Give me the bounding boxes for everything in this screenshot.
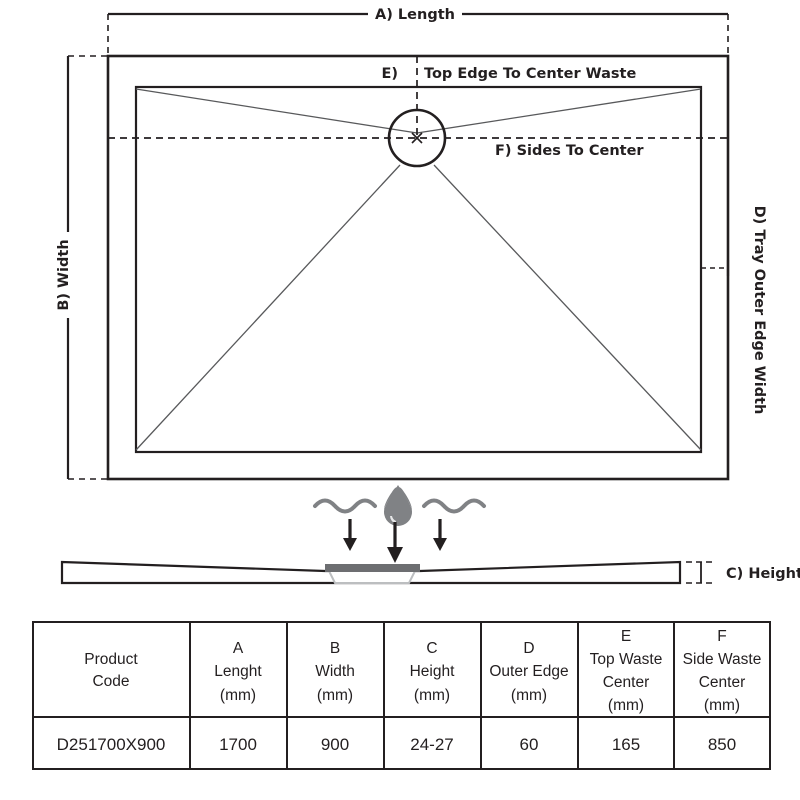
cell-length: 1700 [219,735,257,754]
top-edge-to-waste-label: Top Edge To Center Waste [424,66,636,82]
height-label: C) Height [726,566,800,582]
header-top-waste-line3: (mm) [608,697,644,714]
table-column-dividers [189,622,675,769]
height-dimension: C) Height [686,561,800,584]
waste-outlet-circle [387,108,447,168]
tray-slope-lines [135,88,702,451]
tray-section-waste-channel [327,570,417,584]
specification-table: Product Code A Lenght (mm) B Width (mm) … [32,621,771,770]
slope-line-bottom-right [433,164,702,451]
header-height-code: C [426,640,437,657]
water-flow-graphic [313,485,486,563]
table-header-cell-width: B Width (mm) [315,640,355,704]
length-dimension: A) Length [107,7,729,56]
header-side-waste-line1: Side Waste [683,651,762,668]
header-product-code-line2: Code [92,673,129,690]
cell-side-waste-center: 850 [708,735,736,754]
tray-section-grate [325,564,420,572]
tray-section-view [60,560,682,585]
table-header-row: Product Code A Lenght (mm) B Width (mm) … [84,628,761,714]
slope-line-top-right [416,88,702,134]
header-height-line2: (mm) [414,687,450,704]
cell-outer-edge: 60 [520,735,539,754]
cell-width: 900 [321,735,349,754]
down-arrow-icon-center [387,522,403,563]
header-side-waste-line2: Center [699,674,746,691]
header-width-line1: Width [315,663,355,680]
table-row: D251700X900 1700 900 24-27 60 165 850 [57,735,737,754]
header-product-code-line1: Product [84,651,138,668]
header-outer-edge-line2: (mm) [511,687,547,704]
cell-height: 24-27 [410,735,453,754]
header-top-waste-line1: Top Waste [590,651,663,668]
cell-top-waste-center: 165 [612,735,640,754]
header-top-waste-code: E [621,628,631,645]
header-top-waste-line2: Center [603,674,650,691]
header-outer-edge-line1: Outer Edge [489,663,568,680]
outer-edge-width-label: D) Tray Outer Edge Width [751,206,767,415]
header-width-code: B [330,640,340,657]
width-label: B) Width [56,239,72,310]
header-length-line2: (mm) [220,687,256,704]
wave-icon-left [313,498,377,514]
slope-line-top-left [135,88,418,134]
slope-line-bottom-left [135,164,401,451]
header-width-line2: (mm) [317,687,353,704]
cell-product-code: D251700X900 [57,735,166,754]
header-side-waste-line3: (mm) [704,697,740,714]
table-header-cell-top-waste-center: E Top Waste Center (mm) [590,628,663,714]
header-side-waste-code: F [717,628,726,645]
down-arrow-icon-right [433,519,447,551]
header-height-line1: Height [410,663,455,680]
header-outer-edge-code: D [523,640,534,657]
header-length-code: A [233,640,244,657]
wave-icon-right [422,498,486,514]
flow-arrows [343,519,447,563]
table-header-cell-length: A Lenght (mm) [214,640,262,704]
down-arrow-icon-left [343,519,357,551]
top-edge-to-waste-label-prefix: E) [381,66,398,82]
header-length-line1: Lenght [214,663,262,680]
width-dimension: B) Width [56,55,110,480]
table-header-cell-height: C Height (mm) [410,640,455,704]
length-label: A) Length [375,7,455,23]
table-header-cell-product-code: Product Code [84,651,138,690]
waste-center-mark-icon [411,132,423,144]
table-header-cell-outer-edge: D Outer Edge (mm) [489,640,568,704]
table-border [32,621,771,770]
water-drop-icon-body [384,485,412,526]
outer-edge-width-dimension: D) Tray Outer Edge Width [700,206,767,415]
sides-to-center-label: F) Sides To Center [495,143,644,159]
table-header-cell-side-waste-center: F Side Waste Center (mm) [683,628,762,714]
